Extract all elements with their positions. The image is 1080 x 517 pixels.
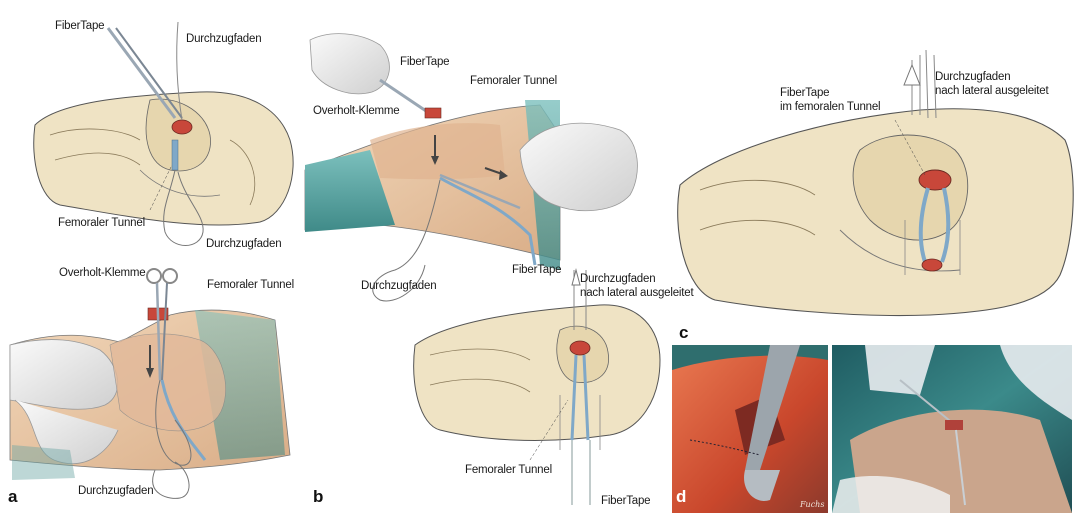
label-c-ausgeleitet: nach lateral ausgeleitet (935, 85, 1049, 97)
panel-b-top-illustration (304, 33, 638, 302)
panel-letter-b: b (313, 487, 324, 506)
label-a-durchzugfaden-bottom: Durchzugfaden (206, 238, 282, 250)
label-a-femoraler-tunnel-2: Femoraler Tunnel (207, 279, 294, 291)
label-a-femoraler-tunnel: Femoraler Tunnel (58, 217, 145, 229)
label-a-durchzugfaden-top: Durchzugfaden (186, 33, 262, 45)
label-c-fibertape: FiberTape (780, 87, 830, 99)
panel-b-bottom-illustration (413, 268, 661, 505)
label-b-ausgeleitet: nach lateral ausgeleitet (580, 287, 694, 299)
label-b-durchzugfaden-2: Durchzugfaden (580, 273, 656, 285)
panel-letter-c: c (679, 323, 689, 342)
label-c-im-tunnel: im femoralen Tunnel (780, 101, 881, 113)
label-c-durchzugfaden: Durchzugfaden (935, 71, 1011, 83)
label-b-durchzugfaden: Durchzugfaden (361, 280, 437, 292)
label-b-femoraler-tunnel-2: Femoraler Tunnel (465, 464, 552, 476)
label-a-fibertape: FiberTape (55, 20, 105, 32)
label-a-durchzugfaden-3: Durchzugfaden (78, 485, 154, 497)
label-b-femoraler-tunnel: Femoraler Tunnel (470, 75, 557, 87)
panel-c-illustration (677, 49, 1074, 317)
label-b-fibertape-top: FiberTape (400, 56, 450, 68)
panel-a-top-illustration (33, 21, 294, 246)
panel-a-bottom-illustration (9, 268, 291, 499)
photo-signature: Fuchs (800, 500, 825, 509)
panel-d-photo-left (672, 345, 828, 513)
panel-letter-a: a (8, 487, 18, 506)
label-a-overholt: Overholt-Klemme (59, 267, 146, 279)
label-b-fibertape-right: FiberTape (512, 264, 562, 276)
label-b-fibertape-bottom: FiberTape (601, 495, 651, 507)
panel-letter-d: d (676, 487, 687, 506)
label-b-overholt: Overholt-Klemme (313, 105, 400, 117)
panel-d-photo-right (832, 345, 1072, 513)
